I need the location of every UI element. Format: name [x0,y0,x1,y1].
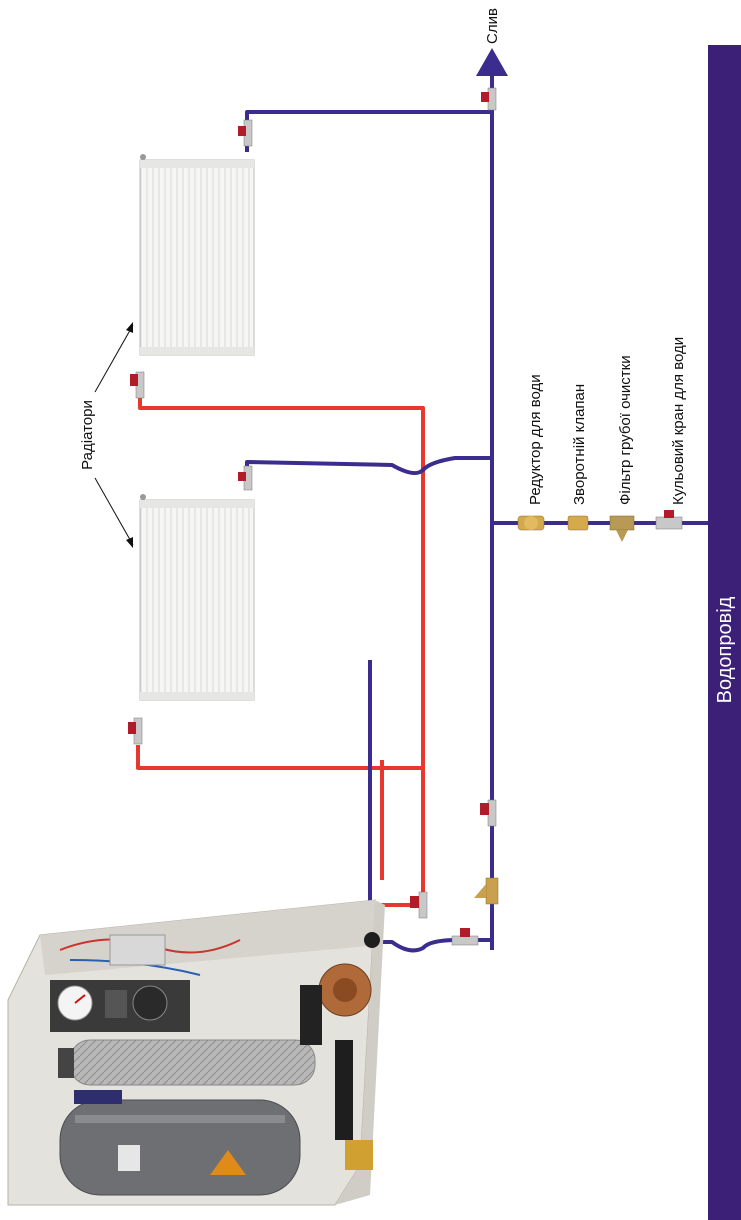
valve-upper-return [238,119,253,147]
valve-lower-return [238,465,253,491]
filter-return-line [474,877,499,905]
water-main-pipe: Водопровід [708,45,741,1220]
return-pipes [245,65,708,953]
check-valve-label: Зворотній клапан [571,384,588,505]
water-main-label: Водопровід [714,596,736,703]
fitting-coarse-filter [609,515,635,542]
valve-lower-supply [128,717,143,745]
fitting-ball-valve [655,510,683,530]
coarse-filter-label: Фільтр грубої очистки [617,355,634,505]
electric-boiler [7,899,385,1206]
valve-drain [481,87,497,111]
radiator-lower [139,494,255,701]
radiators-label: Радіатори [79,400,96,470]
valve-supply-riser [410,891,428,919]
drain-arrow: Слив [476,8,508,76]
fitting-reducer [517,515,545,531]
radiators-callout: Радіатори [79,322,134,548]
ball-valve-label: Кульовий кран для води [670,337,687,505]
valve-return-riser [480,799,497,827]
fitting-check-valve [567,515,589,531]
radiator-upper [139,154,255,356]
valve-boiler-return [451,928,479,946]
drain-label: Слив [484,8,501,44]
valve-upper-supply [130,371,145,399]
reducer-label: Редуктор для води [527,374,544,505]
